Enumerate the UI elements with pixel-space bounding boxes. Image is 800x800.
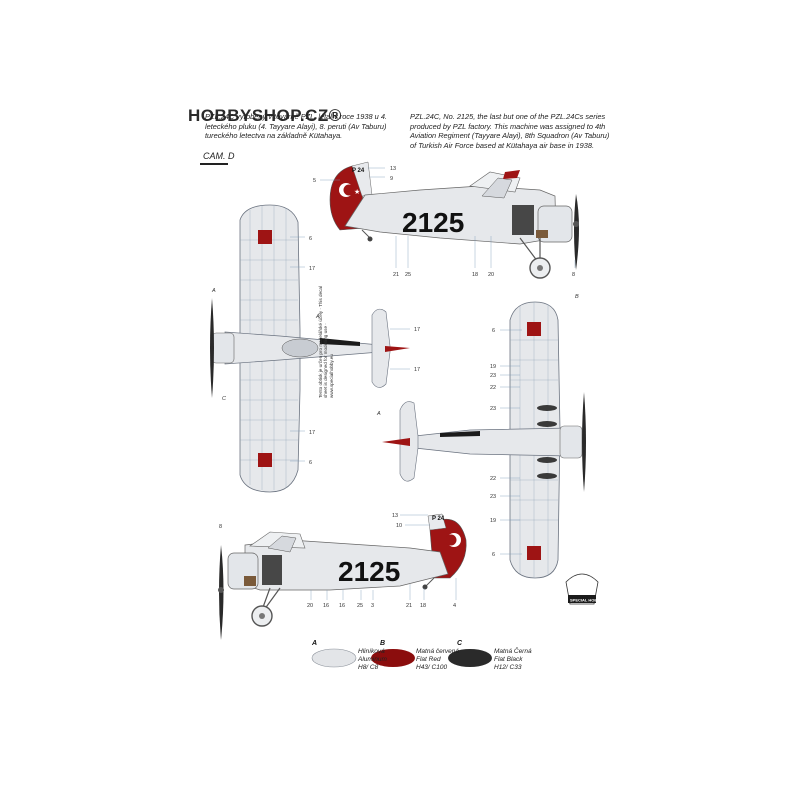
svg-text:17: 17 [309, 430, 315, 436]
svg-text:21: 21 [406, 603, 412, 609]
svg-text:17: 17 [414, 367, 420, 373]
svg-text:8: 8 [219, 524, 222, 530]
legend-letter-b: B [380, 640, 386, 647]
brand-logo: SPECIAL HOBBY [565, 573, 603, 605]
svg-text:3: 3 [371, 603, 374, 609]
side-view-bottom: 2125 P 24 13 10 8 20 16 16 25 3 21 18 4 [218, 513, 467, 640]
svg-text:23: 23 [490, 406, 496, 412]
description-czech: PZL.24C vyrobený v továrně PZL, létal v … [205, 112, 387, 141]
svg-text:19: 19 [490, 364, 496, 370]
svg-text:21: 21 [393, 272, 399, 278]
svg-text:22: 22 [490, 385, 496, 391]
camo-underline [200, 163, 228, 165]
svg-text:A: A [376, 411, 381, 417]
svg-text:10: 10 [396, 523, 402, 529]
svg-text:9: 9 [390, 176, 393, 182]
svg-text:22: 22 [490, 476, 496, 482]
svg-text:8: 8 [572, 272, 575, 278]
description-english: PZL.24C, No. 2125, the last but one of t… [410, 112, 610, 150]
vertical-note: Tento obtisk je určen pro modelářské úče… [318, 285, 334, 398]
svg-text:6: 6 [309, 460, 312, 466]
legend-letter-c: C [457, 640, 463, 647]
svg-text:5: 5 [313, 178, 316, 184]
svg-text:6: 6 [492, 328, 495, 334]
svg-text:18: 18 [420, 603, 426, 609]
svg-text:16: 16 [323, 603, 329, 609]
svg-text:A: A [211, 288, 216, 294]
svg-text:23: 23 [490, 494, 496, 500]
svg-text:17: 17 [414, 327, 420, 333]
watermark: HOBBYSHOP.CZ® [188, 106, 342, 125]
svg-text:17: 17 [309, 266, 315, 272]
svg-text:25: 25 [357, 603, 363, 609]
registration-bottom: 2125 [338, 556, 400, 587]
svg-text:13: 13 [392, 513, 398, 519]
camo-label: CAM. D [203, 151, 235, 161]
svg-text:6: 6 [309, 236, 312, 242]
svg-text:23: 23 [490, 373, 496, 379]
legend-letter-a: A [312, 640, 318, 647]
svg-text:C: C [222, 396, 226, 402]
svg-text:13: 13 [390, 166, 396, 172]
svg-text:20: 20 [307, 603, 313, 609]
color-legend-swatches [311, 648, 492, 668]
top-view: 6 17 17 17 17 6 A A C [210, 204, 420, 493]
svg-text:20: 20 [488, 272, 494, 278]
tail-code-bottom: P 24 [432, 516, 445, 522]
svg-text:A: A [315, 314, 320, 320]
svg-text:19: 19 [490, 518, 496, 524]
side-view-top: ★ P 24 2125 5 13 9 21 25 18 20 8 B [313, 161, 579, 300]
svg-text:16: 16 [339, 603, 345, 609]
svg-text:6: 6 [492, 552, 495, 558]
svg-text:18: 18 [472, 272, 478, 278]
tail-code: P 24 [352, 168, 365, 174]
bottom-view: 6 19 23 22 23 22 23 19 6 A [376, 301, 586, 579]
svg-text:25: 25 [405, 272, 411, 278]
registration-top: 2125 [402, 207, 464, 238]
svg-text:4: 4 [453, 603, 456, 609]
svg-text:B: B [575, 294, 579, 300]
svg-text:★: ★ [354, 188, 360, 196]
svg-text:SPECIAL HOBBY: SPECIAL HOBBY [570, 598, 603, 603]
